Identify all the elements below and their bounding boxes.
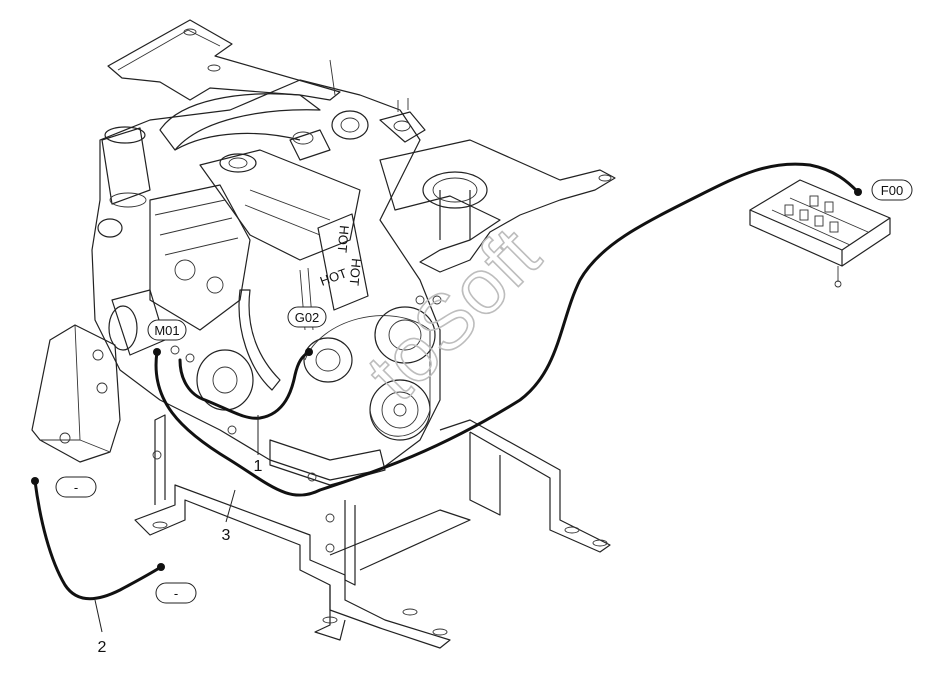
tag-m01-label: M01 bbox=[154, 323, 179, 338]
callout-1: 1 bbox=[254, 458, 263, 475]
tag-dash-1-label: - bbox=[74, 480, 78, 495]
hot-warning-plate: HOT HOT HOT bbox=[317, 213, 369, 311]
fuse-box bbox=[749, 179, 891, 288]
tag-f00-label: F00 bbox=[881, 183, 903, 198]
harness-1 bbox=[178, 350, 311, 420]
leader-3 bbox=[225, 489, 236, 523]
tag-g02: G02 bbox=[287, 306, 327, 328]
harness-2-end-a bbox=[31, 477, 39, 485]
harness-2 bbox=[33, 479, 163, 601]
top-mounting-plate bbox=[107, 19, 341, 101]
tag-dash-2-label: - bbox=[174, 586, 178, 601]
engine-block bbox=[91, 59, 442, 486]
g02-connector-end bbox=[305, 348, 313, 356]
harness-2-end-b bbox=[157, 563, 165, 571]
right-frame bbox=[379, 139, 616, 273]
tag-m01: M01 bbox=[147, 319, 187, 341]
tag-g02-label: G02 bbox=[295, 310, 320, 325]
watermark: toSoft bbox=[349, 210, 557, 418]
hot-label-3: HOT bbox=[318, 265, 349, 289]
m01-connector-end bbox=[153, 348, 161, 356]
leader-2 bbox=[94, 599, 103, 633]
lower-frame bbox=[134, 414, 611, 649]
callout-2: 2 bbox=[98, 639, 107, 656]
harnesses bbox=[31, 162, 862, 601]
callout-3: 3 bbox=[222, 527, 231, 544]
f00-connector-end bbox=[854, 188, 862, 196]
tag-dash-2: - bbox=[155, 582, 197, 604]
watermark-text: toSoft bbox=[350, 210, 557, 417]
engine-mount-bracket bbox=[31, 324, 121, 463]
hot-label-2: HOT bbox=[347, 258, 364, 287]
harness-3 bbox=[154, 162, 860, 497]
hot-label-1: HOT bbox=[335, 225, 352, 254]
tag-f00: F00 bbox=[871, 179, 913, 201]
tag-dash-1: - bbox=[55, 476, 97, 498]
